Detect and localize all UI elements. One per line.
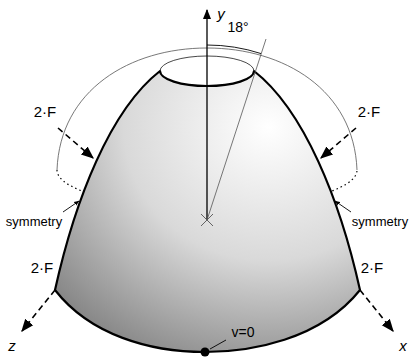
center-cross (201, 214, 213, 226)
axis-label: x (398, 338, 408, 355)
force-label: 2·F (357, 104, 382, 121)
force-label: 2·F (33, 104, 58, 121)
constraint-label: v=0 (231, 325, 256, 340)
y-axis (206, 10, 207, 220)
force-arrow (321, 128, 356, 158)
leader-line (210, 340, 226, 349)
leader-line (63, 201, 79, 212)
angle-arc (207, 45, 261, 54)
z-axis-force (22, 290, 55, 331)
center-cross (201, 214, 213, 226)
symmetry-label: symmetry (351, 215, 409, 229)
force-label: 2·F (30, 260, 55, 277)
symmetry-label: symmetry (5, 215, 63, 229)
leader-line (335, 201, 351, 212)
angle-line (207, 39, 266, 220)
force-arrow (58, 128, 93, 158)
axis-label: z (7, 338, 17, 355)
support-point (201, 348, 210, 357)
x-axis-force (360, 290, 393, 331)
force-label: 2·F (360, 260, 385, 277)
axis-label: y (216, 6, 226, 23)
angle-label: 18° (226, 20, 249, 35)
